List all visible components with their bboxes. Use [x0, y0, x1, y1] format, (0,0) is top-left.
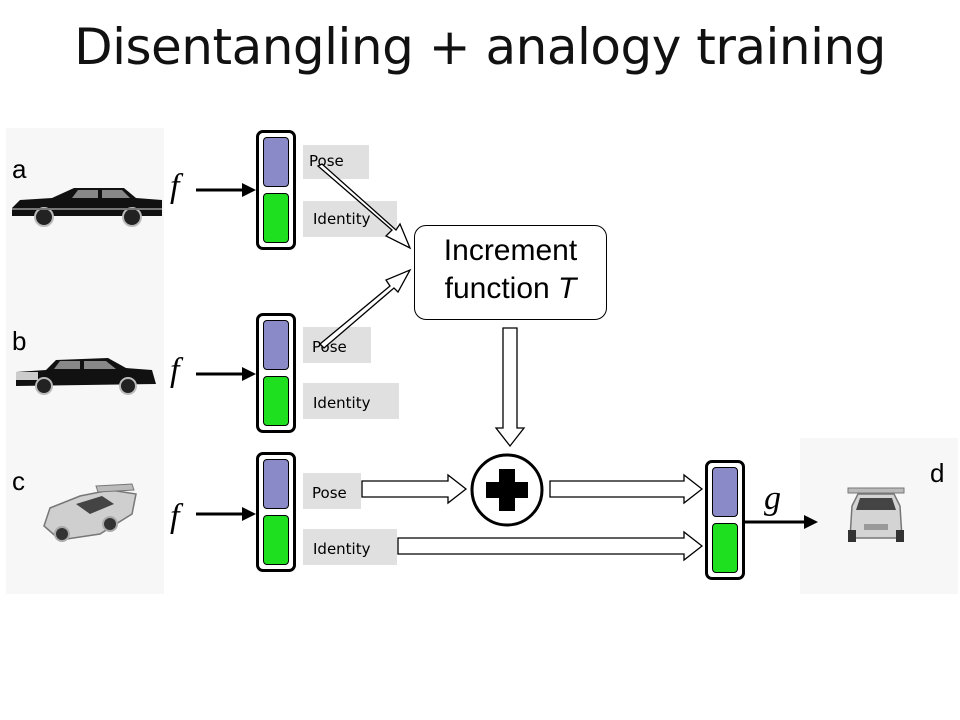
- pose-c-to-plus-arrow: [361, 473, 468, 505]
- identity-tag-b: Identity: [303, 383, 399, 419]
- increment-function-box: Increment function T: [414, 225, 607, 320]
- black-sedan-side-icon: [12, 188, 162, 227]
- encoder-arrow-a: [196, 183, 256, 197]
- decoder-g: g: [764, 480, 781, 517]
- latent-vector-c: [256, 452, 296, 572]
- increment-line1: Increment: [443, 234, 578, 267]
- encoder-f-a: f: [170, 168, 180, 205]
- black-sedan-side-icon: [16, 358, 156, 395]
- row-label-d: d: [930, 458, 945, 488]
- latent-vector-a: [256, 130, 296, 250]
- latent-vector-b: [256, 313, 296, 433]
- encoder-arrow-b: [196, 367, 256, 381]
- identity-cell: [263, 515, 289, 565]
- row-label-c: c: [12, 466, 25, 496]
- encoder-arrow-c: [196, 507, 256, 521]
- silver-sports-car-icon: [43, 483, 137, 542]
- row-label-b: b: [12, 326, 27, 356]
- slide-title: Disentangling + analogy training: [74, 18, 886, 76]
- silver-sports-car-front-icon: [847, 487, 905, 542]
- increment-line2: function T: [415, 270, 606, 308]
- row-label-a: a: [12, 154, 27, 184]
- plus-icon: [470, 453, 544, 527]
- increment-variable-t: T: [558, 272, 577, 305]
- encoder-f-c: f: [170, 498, 180, 535]
- increment-line2-prefix: function: [444, 272, 559, 305]
- identity-c-to-output-arrow: [397, 530, 704, 562]
- identity-cell: [712, 523, 738, 573]
- identity-cell: [263, 193, 289, 243]
- pose-cell: [263, 137, 289, 187]
- plus-to-output-arrow: [549, 473, 704, 505]
- identity-tag-c: Identity: [303, 529, 397, 565]
- identity-tag-a: Identity: [303, 201, 397, 237]
- identity-cell: [263, 376, 289, 426]
- pose-a-to-increment-arrow: [316, 163, 412, 250]
- pose-cell: [263, 459, 289, 509]
- latent-vector-d: [705, 460, 745, 580]
- encoder-f-b: f: [170, 352, 180, 389]
- increment-to-plus-arrow: [494, 327, 526, 448]
- decoder-arrow: [742, 515, 818, 529]
- pose-cell: [263, 320, 289, 370]
- pose-cell: [712, 467, 738, 517]
- pose-b-to-increment-arrow: [319, 268, 412, 349]
- pose-tag-c: Pose: [303, 473, 361, 509]
